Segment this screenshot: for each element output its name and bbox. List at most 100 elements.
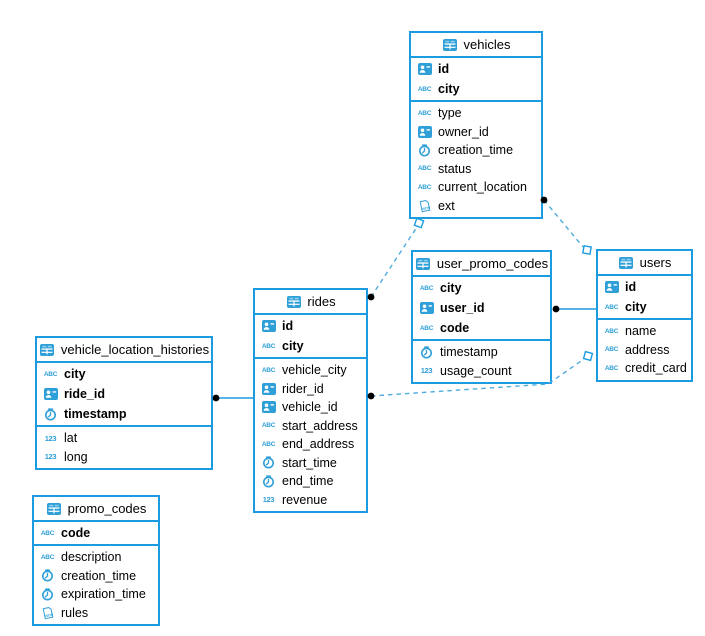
column-label: start_time [282, 455, 337, 470]
table-grid-icon [46, 502, 63, 515]
column-row-creation_time[interactable]: creation_time [34, 567, 158, 586]
column-label: revenue [282, 492, 328, 507]
string-type-icon: ABC [604, 364, 619, 372]
table-header-vehicle_location_histories[interactable]: vehicle_location_histories [37, 338, 211, 363]
table-header-rides[interactable]: rides [255, 290, 366, 315]
column-row-rider_id[interactable]: rider_id [255, 380, 366, 399]
column-label: usage_count [440, 363, 512, 378]
column-label: vehicle_id [282, 400, 338, 414]
column-row-timestamp[interactable]: timestamp [413, 343, 550, 362]
string-type-icon: ABC [417, 85, 432, 93]
column-row-city[interactable]: ABC city [37, 364, 211, 384]
column-row-id[interactable]: id [411, 59, 541, 79]
svg-text:JSON: JSON [420, 205, 430, 211]
column-label: id [625, 279, 637, 294]
column-label: long [64, 449, 88, 464]
column-label: type [438, 106, 462, 120]
column-label: description [61, 550, 122, 564]
column-row-ext[interactable]: JSON ext [411, 197, 541, 216]
column-row-ride_id[interactable]: ride_id [37, 384, 211, 404]
column-row-expiration_time[interactable]: expiration_time [34, 585, 158, 604]
number-type-icon: 123 [262, 495, 275, 505]
table-header-user_promo_codes[interactable]: user_promo_codes [413, 252, 550, 277]
column-label: end_address [282, 437, 355, 451]
string-type-icon: ABC [261, 440, 276, 448]
string-type-icon: ABC [604, 327, 619, 335]
string-type-icon: ABC [261, 422, 276, 430]
column-row-start_time[interactable]: start_time [255, 454, 366, 473]
column-row-user_id[interactable]: user_id [413, 298, 550, 318]
column-row-creation_time[interactable]: creation_time [411, 141, 541, 160]
table-header-users[interactable]: users [598, 251, 691, 276]
column-label: id [438, 61, 450, 76]
column-row-id[interactable]: id [598, 277, 691, 297]
id-badge-icon [260, 320, 277, 333]
column-label: city [625, 299, 647, 314]
column-label: city [64, 366, 86, 381]
column-label: end_time [282, 474, 334, 488]
column-row-vehicle_city[interactable]: ABC vehicle_city [255, 361, 366, 380]
column-row-description[interactable]: ABC description [34, 548, 158, 567]
table-header-promo_codes[interactable]: promo_codes [34, 497, 158, 522]
column-row-revenue[interactable]: 123 revenue [255, 491, 366, 510]
column-row-timestamp[interactable]: timestamp [37, 404, 211, 424]
table-grid-icon [415, 257, 432, 270]
string-type-icon: ABC [261, 366, 276, 374]
column-row-start_address[interactable]: ABC start_address [255, 417, 366, 436]
column-label: ext [438, 198, 455, 213]
string-type-icon: ABC [417, 165, 432, 173]
timestamp-type-icon [39, 588, 56, 601]
string-type-icon: ABC [43, 370, 58, 378]
column-row-owner_id[interactable]: owner_id [411, 123, 541, 142]
column-row-id[interactable]: id [255, 316, 366, 336]
column-row-end_time[interactable]: end_time [255, 472, 366, 491]
column-row-end_address[interactable]: ABC end_address [255, 435, 366, 454]
table-header-vehicles[interactable]: vehicles [411, 33, 541, 58]
table-title: user_promo_codes [436, 256, 549, 271]
column-row-type[interactable]: ABC type [411, 104, 541, 123]
column-label: start_address [282, 418, 358, 433]
column-label: current_location [438, 180, 527, 194]
table-title: users [639, 255, 672, 270]
column-label: vehicle_city [282, 363, 347, 377]
timestamp-type-icon [42, 407, 59, 421]
column-label: id [282, 318, 294, 333]
column-label: credit_card [625, 361, 687, 375]
column-label: code [440, 320, 470, 335]
column-row-credit_card[interactable]: ABC credit_card [598, 359, 691, 378]
table-title: rides [307, 294, 336, 309]
string-type-icon: ABC [40, 553, 55, 561]
column-label: lat [64, 431, 78, 445]
json-type-icon: JSON [39, 606, 56, 620]
column-row-vehicle_id[interactable]: vehicle_id [255, 398, 366, 417]
json-type-icon: JSON [416, 199, 433, 213]
string-type-icon: ABC [417, 109, 432, 117]
